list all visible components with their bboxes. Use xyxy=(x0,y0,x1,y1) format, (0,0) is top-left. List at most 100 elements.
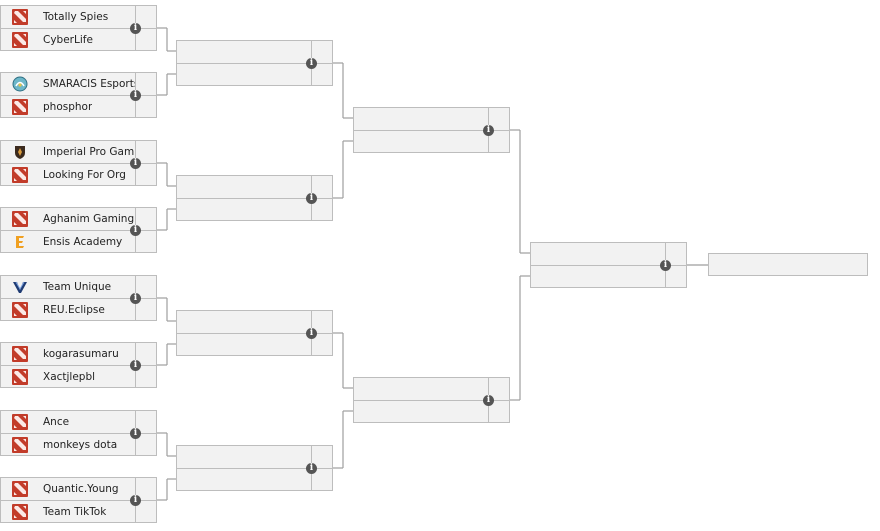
team-slot[interactable]: Xactjlepbl xyxy=(1,366,135,388)
team-name: SMARACIS Esports xyxy=(43,78,135,90)
team-name: Team Unique xyxy=(43,281,112,293)
team-name: Ance xyxy=(43,416,70,428)
team-slot[interactable]: Quantic.Young xyxy=(1,478,135,500)
match-divider xyxy=(1,298,156,299)
team-slot[interactable]: Team Unique xyxy=(1,276,135,298)
team-slot[interactable] xyxy=(177,469,311,491)
info-icon[interactable]: i xyxy=(306,58,317,69)
team-slot[interactable]: REU.Eclipse xyxy=(1,299,135,321)
team-slot[interactable] xyxy=(177,334,311,356)
dota-icon xyxy=(12,9,28,25)
match-divider xyxy=(177,333,332,334)
match-round-2-2: i xyxy=(176,175,333,221)
match-round-4-1: i xyxy=(530,242,687,288)
dota-icon xyxy=(12,211,28,227)
team-name: Xactjlepbl xyxy=(43,371,96,383)
team-name: kogarasumaru xyxy=(43,348,119,360)
dota-icon xyxy=(12,504,28,520)
dota-icon xyxy=(12,99,28,115)
match-divider xyxy=(1,95,156,96)
team-slot[interactable]: kogarasumaru xyxy=(1,343,135,365)
team-name: Ensis Academy xyxy=(43,236,123,248)
info-icon[interactable]: i xyxy=(130,90,141,101)
team-slot[interactable]: Totally Spies xyxy=(1,6,135,28)
team-slot[interactable]: Ensis Academy xyxy=(1,231,135,253)
team-slot[interactable]: Ance xyxy=(1,411,135,433)
info-icon[interactable]: i xyxy=(130,428,141,439)
team-slot[interactable]: CyberLife xyxy=(1,29,135,51)
info-icon[interactable]: i xyxy=(130,293,141,304)
match-divider xyxy=(177,468,332,469)
team-unique-logo-icon xyxy=(13,281,27,293)
team-name: Totally Spies xyxy=(43,11,109,23)
team-slot[interactable] xyxy=(531,243,665,265)
info-icon[interactable]: i xyxy=(130,23,141,34)
dota-icon xyxy=(12,32,28,48)
team-slot[interactable] xyxy=(177,311,311,333)
match-divider xyxy=(1,433,156,434)
team-slot[interactable] xyxy=(354,401,488,423)
match-round-3-1: i xyxy=(353,107,510,153)
team-slot[interactable]: Aghanim Gaming xyxy=(1,208,135,230)
team-slot[interactable] xyxy=(177,41,311,63)
team-name: Aghanim Gaming xyxy=(43,213,135,225)
match-round-2-3: i xyxy=(176,310,333,356)
dota-icon xyxy=(12,302,28,318)
match-divider xyxy=(1,28,156,29)
team-slot[interactable]: monkeys dota xyxy=(1,434,135,456)
ensis-logo-icon xyxy=(16,236,24,248)
team-name: Imperial Pro Gamin xyxy=(43,146,135,158)
team-name: CyberLife xyxy=(43,34,93,46)
team-slot[interactable]: Looking For Org xyxy=(1,164,135,186)
info-icon[interactable]: i xyxy=(483,125,494,136)
match-divider xyxy=(354,400,509,401)
dota-icon xyxy=(12,481,28,497)
info-icon[interactable]: i xyxy=(130,495,141,506)
match-round-1-2: SMARACIS Esports phosphor i xyxy=(0,72,157,118)
team-slot[interactable] xyxy=(177,446,311,468)
match-divider xyxy=(1,163,156,164)
match-divider xyxy=(531,265,686,266)
team-slot[interactable]: phosphor xyxy=(1,96,135,118)
match-divider xyxy=(177,198,332,199)
match-divider xyxy=(354,130,509,131)
team-slot[interactable] xyxy=(354,108,488,130)
dota-icon xyxy=(12,437,28,453)
team-name: REU.Eclipse xyxy=(43,304,105,316)
team-name: Quantic.Young xyxy=(43,483,119,495)
match-round-2-4: i xyxy=(176,445,333,491)
info-icon[interactable]: i xyxy=(306,463,317,474)
info-icon[interactable]: i xyxy=(130,225,141,236)
info-icon[interactable]: i xyxy=(483,395,494,406)
match-round-1-7: Ance monkeys dota i xyxy=(0,410,157,456)
team-slot[interactable] xyxy=(354,378,488,400)
team-slot[interactable] xyxy=(354,131,488,153)
team-name: Looking For Org xyxy=(43,169,126,181)
team-slot[interactable]: Team TikTok xyxy=(1,501,135,523)
team-name: monkeys dota xyxy=(43,439,118,451)
match-divider xyxy=(1,500,156,501)
info-icon[interactable]: i xyxy=(306,328,317,339)
match-round-3-2: i xyxy=(353,377,510,423)
team-slot[interactable] xyxy=(177,199,311,221)
match-round-2-1: i xyxy=(176,40,333,86)
dota-icon xyxy=(12,369,28,385)
team-name: phosphor xyxy=(43,101,93,113)
team-slot[interactable] xyxy=(531,266,665,288)
match-divider xyxy=(1,365,156,366)
info-icon[interactable]: i xyxy=(130,360,141,371)
info-icon[interactable]: i xyxy=(660,260,671,271)
match-divider xyxy=(1,230,156,231)
team-slot[interactable]: Imperial Pro Gamin xyxy=(1,141,135,163)
champion-slot[interactable] xyxy=(708,253,868,276)
match-divider xyxy=(177,63,332,64)
team-slot[interactable] xyxy=(177,176,311,198)
info-icon[interactable]: i xyxy=(130,158,141,169)
info-icon[interactable]: i xyxy=(306,193,317,204)
team-slot[interactable]: SMARACIS Esports xyxy=(1,73,135,95)
team-slot[interactable] xyxy=(177,64,311,86)
